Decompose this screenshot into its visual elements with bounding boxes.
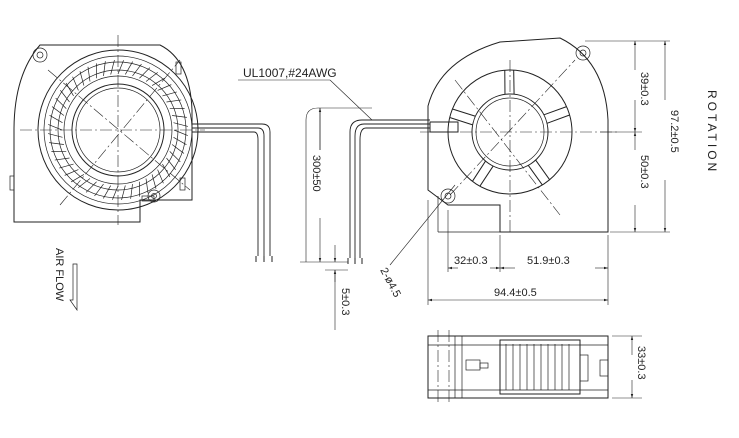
impeller-blade — [171, 144, 185, 154]
down-arrow-icon — [69, 263, 78, 312]
wire-routing — [300, 107, 430, 264]
impeller-blade — [132, 63, 142, 77]
right-view — [420, 37, 620, 233]
impeller-blade — [59, 163, 74, 169]
wire-length-dim: 300±50 — [310, 155, 322, 192]
impeller-blade — [51, 106, 65, 116]
dim-33: 33±0.3 — [635, 346, 647, 380]
dim-50: 50±0.3 — [638, 155, 650, 189]
impeller-blade — [166, 157, 176, 170]
impeller-blade — [110, 60, 115, 75]
right-view-vertical-dims — [585, 40, 670, 233]
impeller-blade — [117, 60, 124, 75]
impeller-blades — [48, 60, 188, 200]
impeller-blade — [145, 178, 149, 194]
impeller-blade — [162, 91, 177, 97]
impeller-blade — [173, 122, 188, 127]
frame-spoke — [527, 159, 551, 186]
impeller-blade — [65, 82, 74, 97]
impeller-blade — [85, 181, 97, 193]
impeller-blade — [173, 137, 187, 145]
impeller-blade — [173, 129, 188, 136]
impeller-blade — [151, 77, 166, 86]
frame-spoke — [504, 70, 515, 95]
impeller-blade — [94, 183, 104, 197]
frame-spokes — [449, 70, 570, 187]
impeller-blade — [70, 174, 85, 183]
frame-spoke — [449, 108, 476, 126]
left-view-wires — [192, 123, 273, 262]
dim-97: 97.2±0.5 — [668, 110, 680, 153]
impeller-blade — [60, 90, 70, 103]
left-view — [9, 35, 205, 225]
impeller-blade — [130, 184, 133, 199]
impeller-blade — [125, 61, 133, 75]
side-view — [427, 330, 642, 404]
impeller-blade — [166, 99, 182, 103]
mount-holes-label: 2-ø4.5 — [377, 266, 403, 300]
impeller-blade — [121, 185, 126, 200]
frame-spoke — [543, 106, 570, 124]
dim-51: 51.9±0.3 — [527, 255, 570, 267]
dim-39: 39±0.3 — [638, 72, 650, 106]
impeller-blade — [172, 115, 187, 118]
side-view-fins — [505, 344, 570, 390]
impeller-blade — [79, 71, 85, 86]
impeller-blade — [157, 84, 172, 91]
impeller-blade — [145, 72, 158, 82]
rotation-label: ROTATION — [705, 90, 719, 174]
impeller-blade — [48, 124, 63, 131]
strip-length-dim: 5±0.3 — [339, 288, 351, 315]
frame-spoke — [471, 160, 494, 187]
air-flow-indicator: AIR FLOW — [53, 248, 78, 312]
impeller-blade — [112, 185, 119, 200]
impeller-blade — [103, 185, 111, 199]
impeller-blade — [49, 115, 63, 123]
dim-94: 94.4±0.5 — [494, 287, 537, 299]
impeller-blade — [87, 66, 91, 82]
wire-spec-label: UL1007,#24AWG — [243, 66, 337, 80]
impeller-blade — [55, 97, 67, 109]
impeller-blade — [72, 76, 79, 91]
horizontal-dims — [427, 200, 609, 305]
impeller-blade — [151, 174, 157, 189]
impeller-blade — [48, 133, 63, 138]
impeller-blade — [49, 142, 64, 145]
impeller-blade — [162, 163, 171, 178]
impeller-blade — [169, 151, 181, 163]
impeller-blade — [139, 67, 151, 79]
impeller-blade — [54, 157, 70, 161]
impeller-blade — [103, 61, 106, 76]
dim-32: 32±0.3 — [454, 255, 488, 267]
impeller-blade — [64, 169, 79, 176]
air-flow-label: AIR FLOW — [53, 248, 65, 302]
impeller-blade — [157, 169, 164, 184]
impeller-blade — [78, 178, 91, 188]
